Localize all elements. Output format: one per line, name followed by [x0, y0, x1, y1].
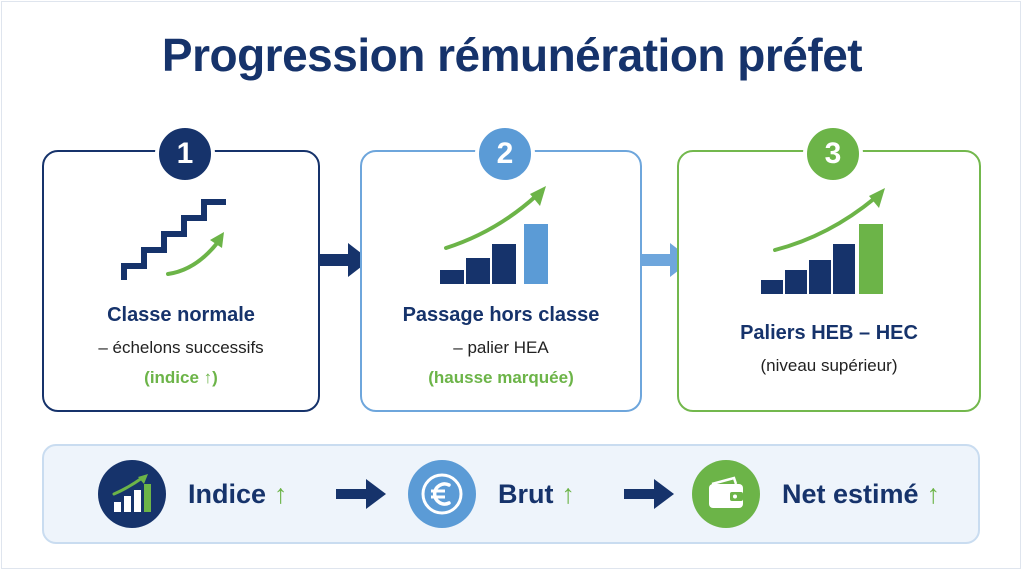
stairs-icon [44, 190, 318, 285]
summary-item-indice: Indice ↑ [98, 446, 288, 542]
summary-label: Indice [188, 478, 267, 509]
step-card-hors-classe: 2 Passage hors classe – palier HEA (haus… [360, 124, 642, 412]
step-number-badge: 2 [475, 124, 535, 184]
step-title: Classe normale [107, 304, 255, 326]
step-detail: (niveau supérieur) [760, 356, 898, 375]
wallet-icon [692, 460, 760, 528]
up-arrow-icon: ↑ [926, 478, 941, 509]
rising-bars-icon [679, 182, 979, 297]
summary-label: Brut [498, 478, 554, 509]
step-card-classe-normale: 1 Classe normale – échelons successifs (… [42, 124, 320, 412]
step-card-paliers: 3 Paliers HEB – HEC (niveau supérieur) [677, 124, 981, 412]
step-detail: – palier HEA [453, 338, 549, 357]
step-title: Paliers HEB – HEC [740, 322, 918, 344]
step-note: (indice ↑) [144, 368, 218, 387]
arrow-right-icon [336, 479, 386, 509]
arrow-right-icon [320, 243, 370, 277]
up-arrow-icon: ↑ [274, 478, 288, 509]
rising-bars-icon [362, 182, 640, 287]
growth-chart-icon [98, 460, 166, 528]
summary-label: Net estimé [782, 478, 919, 509]
arrow-right-icon [624, 479, 674, 509]
summary-flow-bar: Indice ↑ Brut ↑ [42, 444, 980, 544]
page-title: Progression rémunération préfet [161, 29, 863, 81]
step-title: Passage hors classe [402, 304, 600, 326]
step-detail: – échelons successifs [98, 338, 264, 357]
summary-item-net: Net estimé ↑ [692, 446, 940, 542]
step-number-badge: 3 [803, 124, 863, 184]
euro-icon [408, 460, 476, 528]
step-number-badge: 1 [155, 124, 215, 184]
up-arrow-icon: ↑ [561, 478, 576, 509]
step-note: (hausse marquée) [428, 368, 574, 387]
summary-item-brut: Brut ↑ [408, 446, 575, 542]
